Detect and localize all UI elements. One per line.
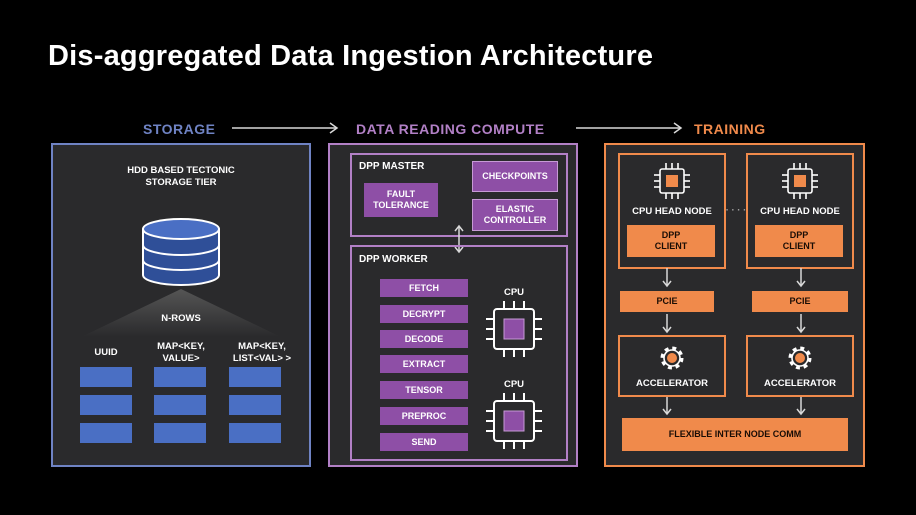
flow-arrow-storage-compute	[232, 122, 339, 134]
gear-icon	[660, 346, 684, 370]
storage-panel: HDD BASED TECTONIC STORAGE TIER N-ROWS U…	[51, 143, 311, 467]
accelerator-label: ACCELERATOR	[764, 378, 836, 389]
down-arrow-icon	[662, 268, 672, 288]
pcie-box: PCIE	[752, 291, 848, 312]
storage-cell	[80, 395, 132, 415]
dpp-worker-title: DPP WORKER	[359, 254, 428, 265]
stage-tensor: TENSOR	[380, 381, 468, 399]
cpu-chip-icon	[486, 301, 542, 357]
accelerator-box: ACCELERATOR	[746, 335, 854, 397]
section-training-label: TRAINING	[694, 121, 766, 137]
stage-fetch: FETCH	[380, 279, 468, 297]
storage-cell	[229, 367, 281, 387]
section-compute-label: DATA READING COMPUTE	[356, 121, 545, 137]
down-arrow-icon	[796, 268, 806, 288]
gear-icon	[788, 346, 812, 370]
fan-out-shape	[81, 289, 281, 337]
stage-send: SEND	[380, 433, 468, 451]
storage-cell	[154, 423, 206, 443]
cpu-chip-icon	[654, 163, 690, 199]
compute-panel: DPP MASTER FAULT TOLERANCE CHECKPOINTS E…	[328, 143, 578, 467]
accelerator-box: ACCELERATOR	[618, 335, 726, 397]
stage-preproc: PREPROC	[380, 407, 468, 425]
cpu-chip-icon	[782, 163, 818, 199]
column-header-map-key-list: MAP<KEY, LIST<VAL> >	[232, 341, 292, 364]
elastic-controller-box: ELASTIC CONTROLLER	[472, 199, 558, 231]
pcie-box: PCIE	[620, 291, 714, 312]
stage-decrypt: DECRYPT	[380, 305, 468, 323]
stage-decode: DECODE	[380, 330, 468, 348]
cpu-head-node-label: CPU HEAD NODE	[632, 206, 712, 217]
cpu-head-node-box: CPU HEAD NODE DPP CLIENT	[618, 153, 726, 269]
storage-cell	[154, 395, 206, 415]
flow-arrow-compute-training	[576, 122, 683, 134]
flexible-inter-node-comm-box: FLEXIBLE INTER NODE COMM	[622, 418, 848, 451]
cpu-head-node-box: CPU HEAD NODE DPP CLIENT	[746, 153, 854, 269]
storage-cell	[80, 423, 132, 443]
down-arrow-icon	[662, 397, 672, 416]
storage-cell	[229, 395, 281, 415]
storage-cell	[229, 423, 281, 443]
dpp-worker-box: DPP WORKER FETCH DECRYPT DECODE EXTRACT …	[350, 245, 568, 461]
storage-cell	[154, 367, 206, 387]
training-panel: CPU HEAD NODE DPP CLIENT · · · · CPU HEA…	[604, 143, 865, 467]
storage-tier-label: HDD BASED TECTONIC STORAGE TIER	[127, 165, 235, 188]
master-worker-link-arrow	[454, 224, 464, 254]
storage-cell	[80, 367, 132, 387]
dpp-master-box: DPP MASTER FAULT TOLERANCE CHECKPOINTS E…	[350, 153, 568, 237]
cpu-head-node-label: CPU HEAD NODE	[760, 206, 840, 217]
column-header-map-key-value: MAP<KEY, VALUE>	[157, 341, 205, 364]
node-ellipsis: · · · ·	[725, 205, 747, 216]
database-icon	[142, 218, 220, 286]
page-title: Dis-aggregated Data Ingestion Architectu…	[48, 40, 654, 72]
down-arrow-icon	[796, 397, 806, 416]
down-arrow-icon	[662, 314, 672, 334]
down-arrow-icon	[796, 314, 806, 334]
section-storage-label: STORAGE	[143, 121, 216, 137]
checkpoints-box: CHECKPOINTS	[472, 161, 558, 192]
cpu-label: CPU	[503, 379, 525, 390]
cpu-chip-icon	[486, 393, 542, 449]
dpp-master-title: DPP MASTER	[359, 161, 425, 172]
n-rows-label: N-ROWS	[161, 313, 201, 324]
stage-extract: EXTRACT	[380, 355, 468, 373]
dpp-client-box: DPP CLIENT	[627, 225, 715, 257]
accelerator-label: ACCELERATOR	[636, 378, 708, 389]
fault-tolerance-box: FAULT TOLERANCE	[364, 183, 438, 217]
dpp-client-box: DPP CLIENT	[755, 225, 843, 257]
cpu-label: CPU	[503, 287, 525, 298]
column-header-uuid: UUID	[94, 347, 118, 358]
